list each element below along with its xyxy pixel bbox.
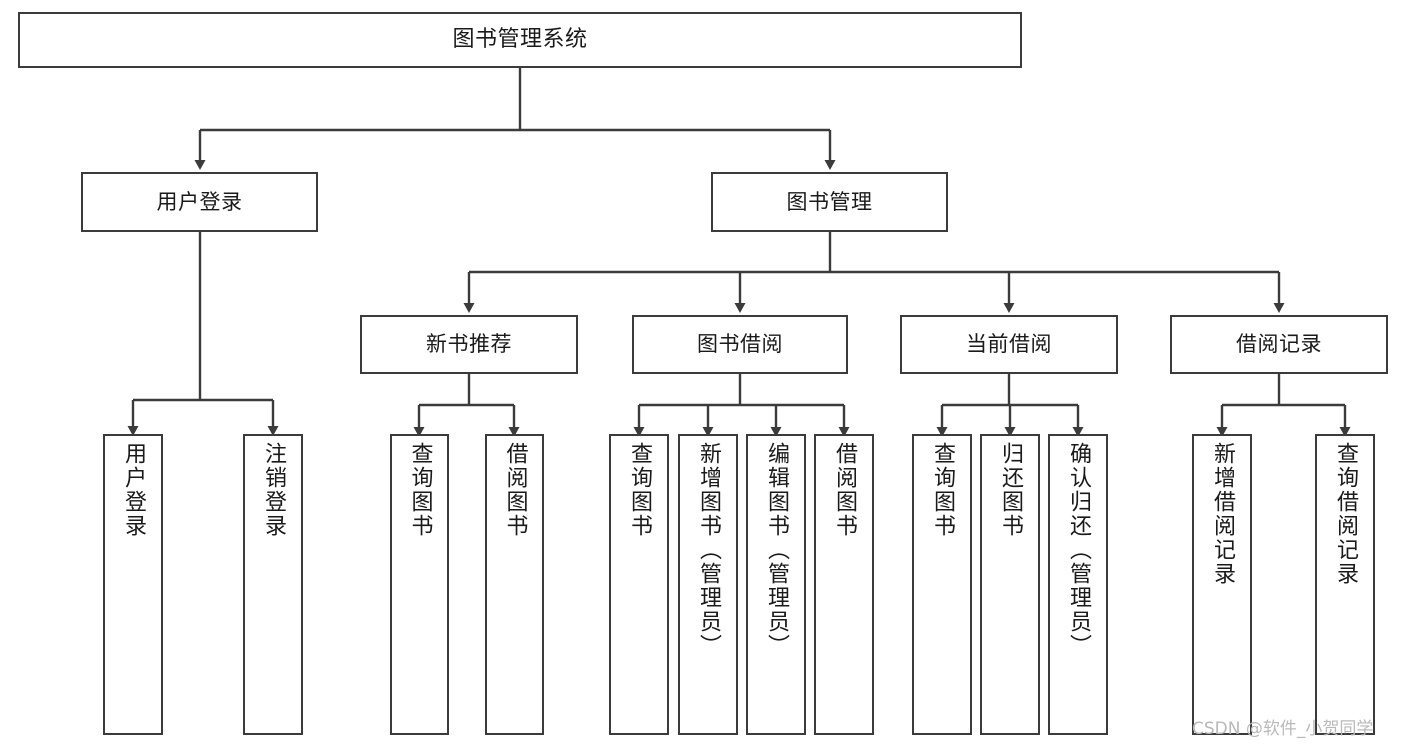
leaf-add-record[interactable]: 新增借阅记录	[1192, 434, 1252, 735]
leaf-add-book-label: 新增图书（管理员）	[696, 442, 721, 658]
leaf-logout-label: 注销登录	[261, 442, 286, 538]
leaf-borrow-book-1[interactable]: 借阅图书	[485, 434, 544, 735]
leaf-logout[interactable]: 注销登录	[243, 434, 303, 735]
leaf-borrow-book-1-label: 借阅图书	[502, 442, 528, 538]
node-book-borrow[interactable]: 图书借阅	[632, 315, 848, 374]
leaf-confirm-return[interactable]: 确认归还（管理员）	[1048, 434, 1108, 735]
node-borrow-record-label: 借阅记录	[1236, 332, 1322, 357]
node-new-book-rec-label: 新书推荐	[426, 332, 512, 357]
leaf-borrow-book-2-label: 借阅图书	[832, 442, 857, 538]
node-book-manage-label: 图书管理	[786, 189, 873, 214]
node-root[interactable]: 图书管理系统	[18, 12, 1022, 68]
node-user-login[interactable]: 用户登录	[81, 172, 318, 232]
leaf-return-book[interactable]: 归还图书	[980, 434, 1040, 735]
node-root-label: 图书管理系统	[452, 27, 588, 53]
leaf-query-book-1[interactable]: 查询图书	[390, 434, 449, 735]
leaf-return-book-label: 归还图书	[998, 442, 1023, 538]
watermark-text: CSDN @软件_小贺同学	[1192, 719, 1374, 739]
leaf-query-book-2[interactable]: 查询图书	[609, 434, 669, 735]
leaf-add-book[interactable]: 新增图书（管理员）	[678, 434, 738, 735]
leaf-add-record-label: 新增借阅记录	[1210, 442, 1235, 586]
leaf-user-login-label: 用户登录	[121, 442, 146, 538]
leaf-query-book-2-label: 查询图书	[627, 442, 652, 538]
node-current-borrow-label: 当前借阅	[966, 332, 1052, 357]
leaf-borrow-book-2[interactable]: 借阅图书	[814, 434, 874, 735]
leaf-edit-book[interactable]: 编辑图书（管理员）	[746, 434, 806, 735]
leaf-query-book-3[interactable]: 查询图书	[912, 434, 972, 735]
node-user-login-label: 用户登录	[156, 189, 243, 214]
leaf-query-record[interactable]: 查询借阅记录	[1315, 434, 1375, 735]
node-new-book-rec[interactable]: 新书推荐	[360, 315, 578, 374]
leaf-query-record-label: 查询借阅记录	[1333, 442, 1358, 586]
node-book-borrow-label: 图书借阅	[697, 332, 783, 357]
leaf-query-book-3-label: 查询图书	[930, 442, 955, 538]
node-current-borrow[interactable]: 当前借阅	[900, 315, 1118, 374]
leaf-user-login[interactable]: 用户登录	[103, 434, 163, 735]
leaf-edit-book-label: 编辑图书（管理员）	[764, 442, 789, 658]
node-book-manage[interactable]: 图书管理	[711, 172, 948, 232]
leaf-query-book-1-label: 查询图书	[407, 442, 433, 538]
leaf-confirm-return-label: 确认归还（管理员）	[1066, 442, 1091, 658]
node-borrow-record[interactable]: 借阅记录	[1170, 315, 1388, 374]
